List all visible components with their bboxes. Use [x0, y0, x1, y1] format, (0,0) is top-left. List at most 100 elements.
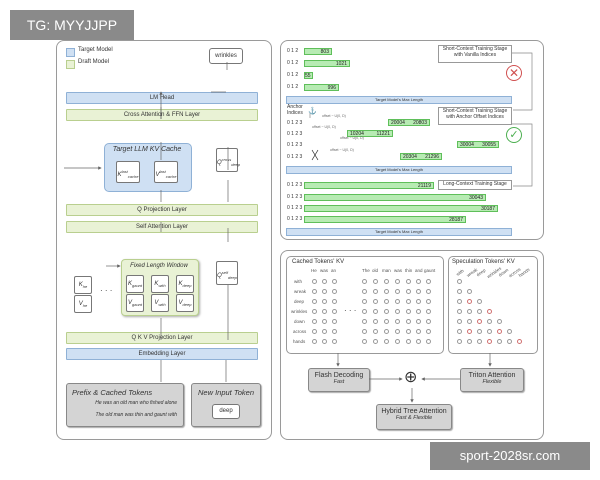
cached-mask-dot — [362, 299, 367, 304]
spec-mask-dot — [487, 329, 492, 334]
cached-mask-dot — [416, 299, 421, 304]
legend-target-swatch — [66, 48, 75, 57]
flash-sub: Fast — [333, 379, 345, 385]
row-label-2: deep — [294, 299, 305, 304]
cached-mask-dot — [322, 309, 327, 314]
q-cross-box: Qcrossdeep — [216, 148, 240, 172]
cached-col-8: thin — [405, 268, 413, 273]
cached-mask-dot — [426, 329, 431, 334]
long-stage-note: Long-Context Training Stage — [438, 180, 512, 190]
cached-mask-dot — [406, 329, 411, 334]
cached-mask-dot — [312, 299, 317, 304]
spec-mask-dot — [487, 309, 492, 314]
spec-mask-dot — [477, 339, 482, 344]
cached-mask-dot — [332, 289, 337, 294]
qkv-projection-block: Q K V Projection Layer — [66, 332, 258, 344]
watermark: sport-2028sr.com — [430, 442, 590, 470]
cached-mask-dot — [395, 289, 400, 294]
target-kv-cache-title: Target LLM KV Cache — [112, 146, 182, 153]
s1-row-2-seq: 55 — [304, 72, 313, 79]
cached-mask-dot — [322, 289, 327, 294]
cached-mask-dot — [384, 279, 389, 284]
flash-decoding-box: Flash Decoding Fast — [308, 368, 370, 392]
cached-mask-dot — [426, 289, 431, 294]
s1-row-2-prefix: 0 1 2 — [287, 72, 299, 78]
cached-mask-dot — [312, 319, 317, 324]
cached-mask-dot — [332, 299, 337, 304]
s1-row-0-prefix: 0 1 2 — [287, 48, 299, 54]
s2-row-1-offset: offset ~ U(0, D) — [312, 125, 336, 129]
s1-row-1-prefix: 0 1 2 — [287, 60, 299, 66]
k-with-box: Kwith — [151, 275, 169, 293]
embedding-block: Embedding Layer — [66, 348, 258, 360]
cached-col-9: and — [415, 268, 423, 273]
cached-mask-dot — [322, 279, 327, 284]
spec-mask-dot — [517, 339, 522, 344]
s3-row-3-prefix: 0 1 2 3 — [287, 216, 303, 222]
spec-mask-dot — [457, 319, 462, 324]
s3-row-0-seq: 21119 — [304, 182, 434, 189]
cached-mask-dot — [395, 339, 400, 344]
cached-mask-dot — [312, 339, 317, 344]
s2-row-2-prefix: 0 1 2 3 — [287, 142, 303, 148]
cached-mask-dot — [332, 279, 337, 284]
fixed-window-title: Fixed Length Window — [130, 263, 188, 269]
ellipsis: · · · — [100, 286, 113, 295]
oplus-icon: ⊕ — [404, 369, 418, 386]
q-projection-block: Q Projection Layer — [66, 204, 258, 216]
legend-target-label: Target Model — [78, 47, 113, 53]
triton-title: Triton Attention — [468, 372, 516, 379]
spec-mask-dot — [457, 299, 462, 304]
s2-row-0-prefix: 0 1 2 3 — [287, 120, 303, 126]
s2-row-3-prefix: 0 1 2 3 — [287, 154, 303, 160]
cached-mask-dot — [426, 279, 431, 284]
spec-mask-dot — [497, 319, 502, 324]
new-input-token: deep — [212, 404, 240, 419]
cached-col-4: The — [362, 268, 370, 273]
cached-mask-dot — [312, 309, 317, 314]
spec-mask-dot — [477, 319, 482, 324]
cached-mask-dot — [416, 339, 421, 344]
k-last-cache: Klastcache — [116, 161, 140, 183]
cached-mask-dot — [384, 299, 389, 304]
triton-attention-box: Triton Attention Flexible — [460, 368, 524, 392]
cached-mask-dot — [322, 329, 327, 334]
spec-mask-dot — [457, 279, 462, 284]
cached-mask-dot — [426, 309, 431, 314]
cached-mask-dot — [373, 319, 378, 324]
new-input-token-box: New Input Token deep — [191, 383, 261, 427]
cached-mask-dot — [395, 319, 400, 324]
cached-mask-dot — [332, 339, 337, 344]
legend-draft-label: Draft Model — [78, 59, 110, 65]
cached-mask-dot — [362, 339, 367, 344]
cached-mask-dot — [384, 309, 389, 314]
new-input-title: New Input Token — [197, 388, 254, 397]
s1-row-0-seq: 803 — [304, 48, 332, 55]
k-gaunt-box: Kgaunt — [126, 275, 144, 293]
output-token-box: wrinkles — [209, 48, 243, 64]
spec-mask-dot — [467, 289, 472, 294]
cached-mask-dot — [416, 279, 421, 284]
error-icon: ✕ — [506, 65, 522, 81]
cached-mask-dot — [322, 299, 327, 304]
cached-kv-title: Cached Tokens' KV — [292, 259, 345, 265]
spec-mask-dot — [467, 329, 472, 334]
spec-mask-dot — [467, 309, 472, 314]
row-label-1: wreak — [294, 289, 307, 294]
s2-row-0-offset: offset ~ U(0, D) — [322, 114, 346, 118]
bottom-right-arrows — [336, 353, 492, 403]
cached-mask-dot — [416, 329, 421, 334]
cached-mask-dot — [373, 309, 378, 314]
cached-mask-dot — [332, 319, 337, 324]
cached-mask-dot — [373, 279, 378, 284]
cached-col-7: was — [394, 268, 403, 273]
svg-text:⚓: ⚓ — [308, 106, 317, 115]
cached-mask-dot — [373, 339, 378, 344]
cached-col-10: gaunt — [424, 268, 436, 273]
grid-ellipsis: · · · — [344, 306, 357, 315]
v-last-cache: Vlastcache — [154, 161, 178, 183]
cached-mask-dot — [362, 329, 367, 334]
